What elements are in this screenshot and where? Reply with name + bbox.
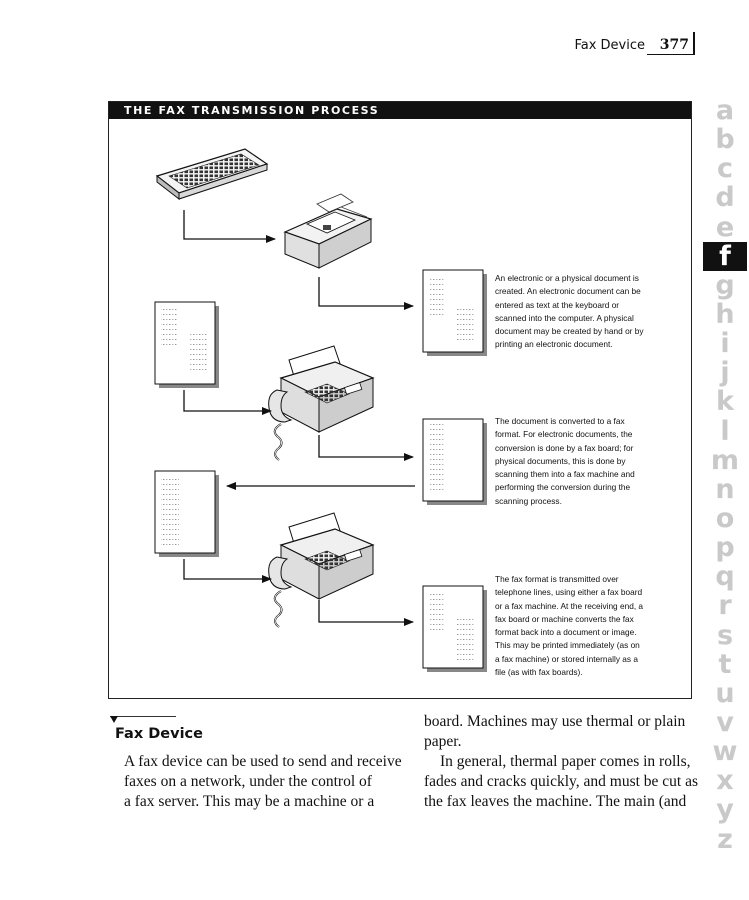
index-letter-a: a xyxy=(715,95,735,126)
index-letter-f: f xyxy=(703,242,747,271)
figure-illustration xyxy=(154,148,487,672)
body-text-line: faxes on a network, under the control of xyxy=(124,773,372,790)
arrow-icon xyxy=(318,435,414,461)
scanner-icon xyxy=(283,193,373,269)
section-marker xyxy=(110,716,176,723)
document-icon xyxy=(154,301,219,388)
arrow-icon xyxy=(183,390,272,415)
document-icon xyxy=(154,470,219,557)
header-rule-vertical xyxy=(693,32,695,54)
body-text-line: paper. xyxy=(424,733,462,750)
index-letter-h: h xyxy=(715,298,735,330)
index-letter-r: r xyxy=(718,590,732,622)
body-text-line: a fax server. This may be a machine or a xyxy=(124,793,375,810)
index-letter-z: z xyxy=(717,823,733,855)
arrow-icon xyxy=(318,277,414,310)
arrow-icon xyxy=(183,210,276,243)
body-text-line: A fax device can be used to send and rec… xyxy=(124,753,402,770)
header-rule-horizontal xyxy=(647,54,695,55)
step-2-caption: The document is converted to a fax forma… xyxy=(495,416,635,506)
step-1-caption: An electronic or a physical document is … xyxy=(495,273,644,350)
index-letter-q: q xyxy=(715,561,735,593)
index-letter-t: t xyxy=(718,648,732,680)
index-letter-n: n xyxy=(715,473,735,505)
fax-process-figure: THE FAX TRANSMISSION PROCESS xyxy=(108,101,692,699)
index-letter-l: l xyxy=(720,415,730,447)
index-letter-b: b xyxy=(715,124,735,156)
running-header-title: Fax Device xyxy=(574,38,645,53)
index-letter-p: p xyxy=(715,532,735,564)
index-letter-g: g xyxy=(715,269,735,301)
index-letter-s: s xyxy=(716,619,734,651)
index-letter-c: c xyxy=(716,153,733,185)
body-text-line: board. Machines may use thermal or plain xyxy=(424,713,686,730)
section-heading: Fax Device xyxy=(115,726,203,742)
body-text-line: the fax leaves the machine. The main (an… xyxy=(424,793,687,810)
document-icon xyxy=(422,269,487,356)
body-text-line: fades and cracks quickly, and must be cu… xyxy=(424,773,699,790)
keyboard-icon xyxy=(155,148,269,201)
arrow-icon xyxy=(183,559,272,583)
running-header: Fax Device 377 xyxy=(560,32,695,56)
document-icon xyxy=(422,418,487,505)
page-number: 377 xyxy=(659,37,689,53)
index-letter-m: m xyxy=(710,444,740,476)
index-letter-y: y xyxy=(716,794,734,826)
step-3-caption: The fax format is transmitted over telep… xyxy=(495,574,644,678)
index-letter-u: u xyxy=(715,677,735,709)
index-letter-v: v xyxy=(716,706,734,738)
arrow-icon xyxy=(318,600,414,626)
index-letter-d: d xyxy=(715,182,735,214)
body-text-line: In general, thermal paper comes in rolls… xyxy=(440,753,691,770)
fax-machine-icon xyxy=(268,512,375,628)
index-letter-o: o xyxy=(715,502,735,534)
document-icon xyxy=(422,585,487,672)
index-letter-j: j xyxy=(720,357,730,389)
index-letter-i: i xyxy=(720,328,730,360)
index-letter-x: x xyxy=(716,765,734,797)
figure-banner: THE FAX TRANSMISSION PROCESS xyxy=(109,102,691,119)
fax-machine-icon xyxy=(268,345,375,461)
index-letter-w: w xyxy=(712,736,738,768)
index-letter-e: e xyxy=(715,211,735,243)
index-letter-k: k xyxy=(716,386,734,418)
